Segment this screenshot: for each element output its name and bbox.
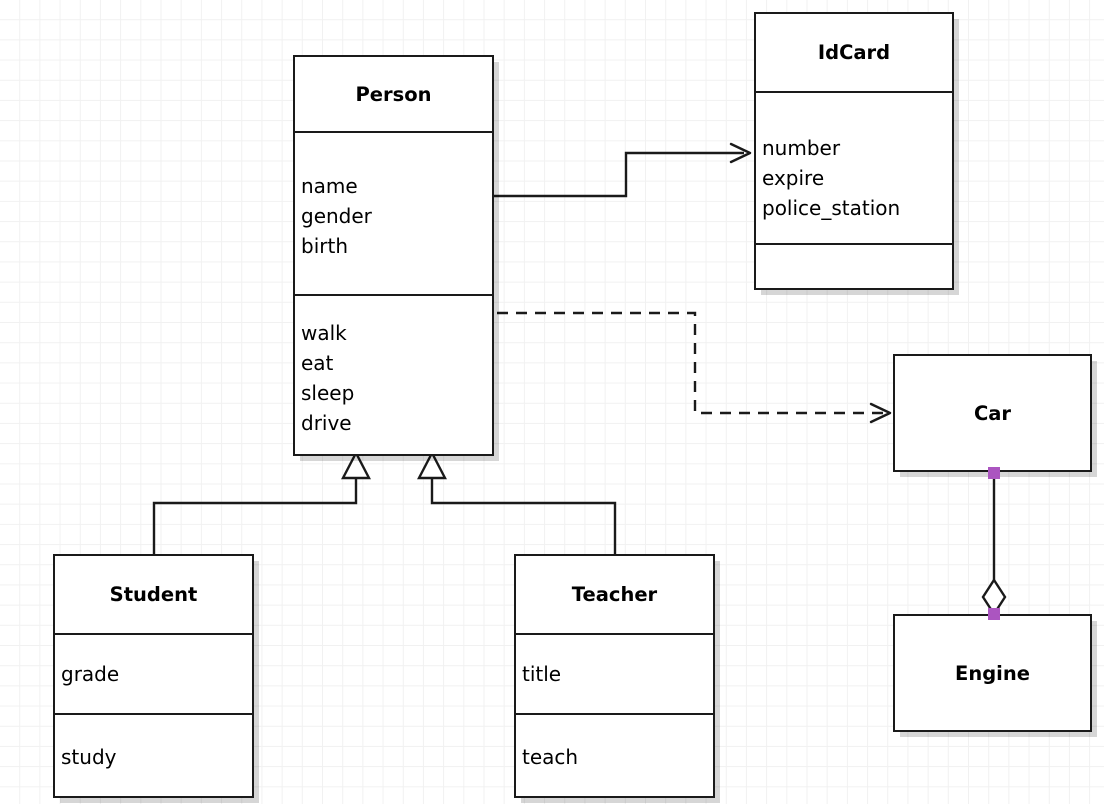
attribute-row: name bbox=[301, 174, 358, 198]
edge-person-car[interactable] bbox=[497, 311, 892, 424]
class-attributes-teacher: title bbox=[516, 633, 713, 713]
class-title-engine: Engine bbox=[955, 661, 1030, 685]
class-attributes-student: grade bbox=[55, 633, 252, 713]
attribute-row: title bbox=[522, 662, 562, 686]
class-operations-teacher: teach bbox=[516, 713, 713, 798]
class-box-student[interactable]: Student grade study bbox=[53, 554, 254, 798]
attribute-row: number bbox=[762, 136, 841, 160]
attribute-row: police_station bbox=[762, 196, 901, 220]
edge-person-idcard[interactable] bbox=[494, 142, 752, 198]
class-attributes-person: name gender birth bbox=[295, 131, 492, 294]
class-title-car: Car bbox=[973, 401, 1012, 425]
operation-row: sleep bbox=[301, 381, 355, 405]
class-box-engine[interactable]: Engine bbox=[893, 614, 1092, 732]
class-box-car[interactable]: Car bbox=[893, 354, 1092, 472]
edge-car-engine[interactable] bbox=[981, 472, 1007, 617]
class-title-student: Student bbox=[109, 583, 198, 606]
connection-handle-car[interactable] bbox=[988, 467, 1000, 479]
class-operations-idcard bbox=[756, 243, 952, 288]
edge-student-person[interactable] bbox=[152, 450, 371, 554]
class-title-person: Person bbox=[355, 82, 432, 106]
class-operations-person: walk eat sleep drive bbox=[295, 294, 492, 454]
connection-handle-engine[interactable] bbox=[988, 608, 1000, 620]
class-operations-student: study bbox=[55, 713, 252, 798]
operation-row: teach bbox=[522, 744, 579, 769]
attribute-row: grade bbox=[61, 662, 120, 686]
class-title-idcard: IdCard bbox=[817, 41, 891, 64]
attribute-row: birth bbox=[301, 234, 348, 258]
operation-row: study bbox=[61, 744, 117, 769]
class-title-teacher: Teacher bbox=[571, 583, 658, 606]
class-box-person[interactable]: Person name gender birth walk eat sleep … bbox=[293, 55, 494, 456]
edge-teacher-person[interactable] bbox=[417, 450, 617, 554]
class-box-idcard[interactable]: IdCard number expire police_station bbox=[754, 12, 954, 290]
class-box-teacher[interactable]: Teacher title teach bbox=[514, 554, 715, 798]
attribute-row: expire bbox=[762, 166, 825, 190]
attribute-row: gender bbox=[301, 204, 372, 228]
operation-row: eat bbox=[301, 351, 334, 375]
class-attributes-idcard: number expire police_station bbox=[756, 91, 952, 243]
operation-row: walk bbox=[301, 321, 347, 345]
operation-row: drive bbox=[301, 411, 352, 435]
